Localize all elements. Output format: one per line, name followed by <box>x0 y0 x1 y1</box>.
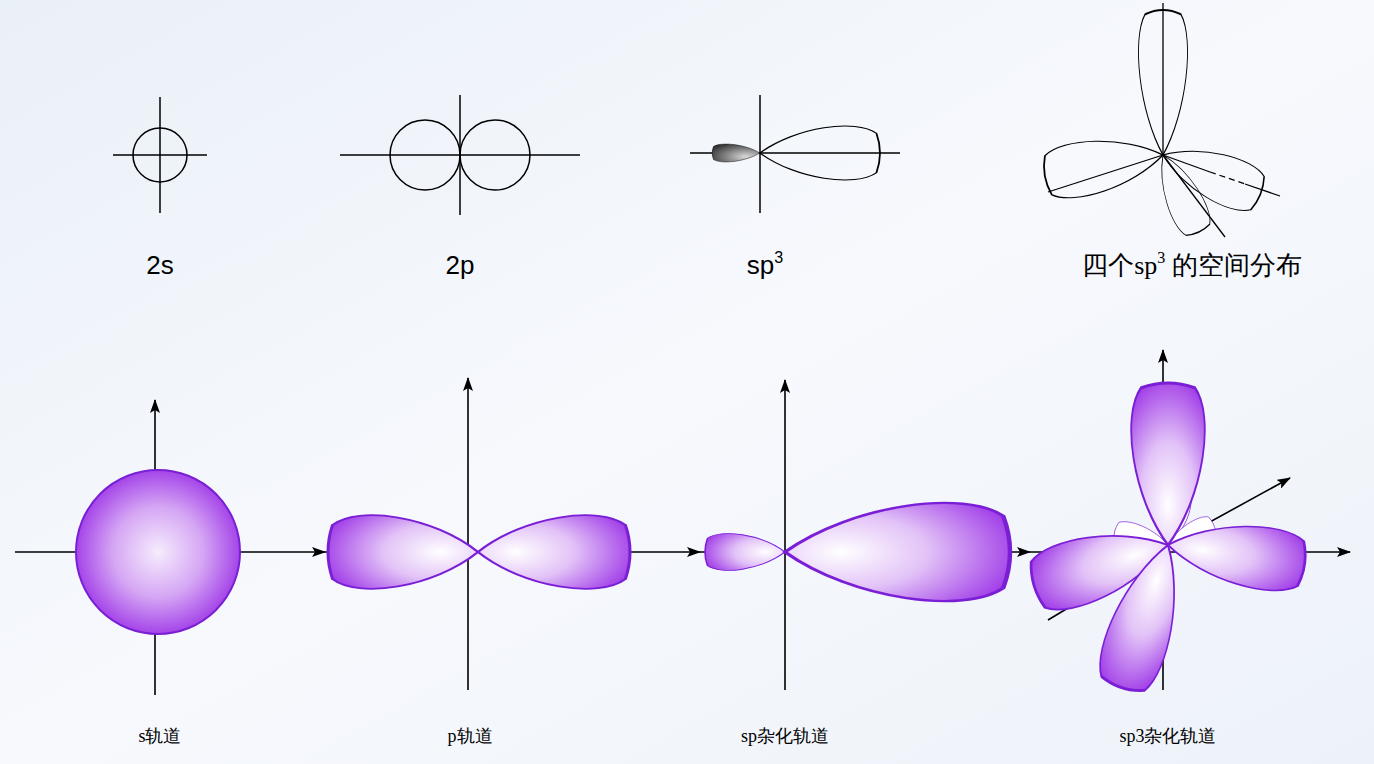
orbital-caption: sp3杂化轨道 <box>1119 726 1216 748</box>
orbital-caption: p轨道 <box>448 726 493 748</box>
orbital-label: 四个sp3 的空间分布 <box>1082 250 1302 281</box>
orbital-label: 2s <box>146 250 173 281</box>
orbital-caption: s轨道 <box>138 726 181 748</box>
orbital-label: 2p <box>446 250 475 281</box>
orbital-caption: sp杂化轨道 <box>741 726 829 748</box>
orbital-label: sp3 <box>747 250 783 281</box>
